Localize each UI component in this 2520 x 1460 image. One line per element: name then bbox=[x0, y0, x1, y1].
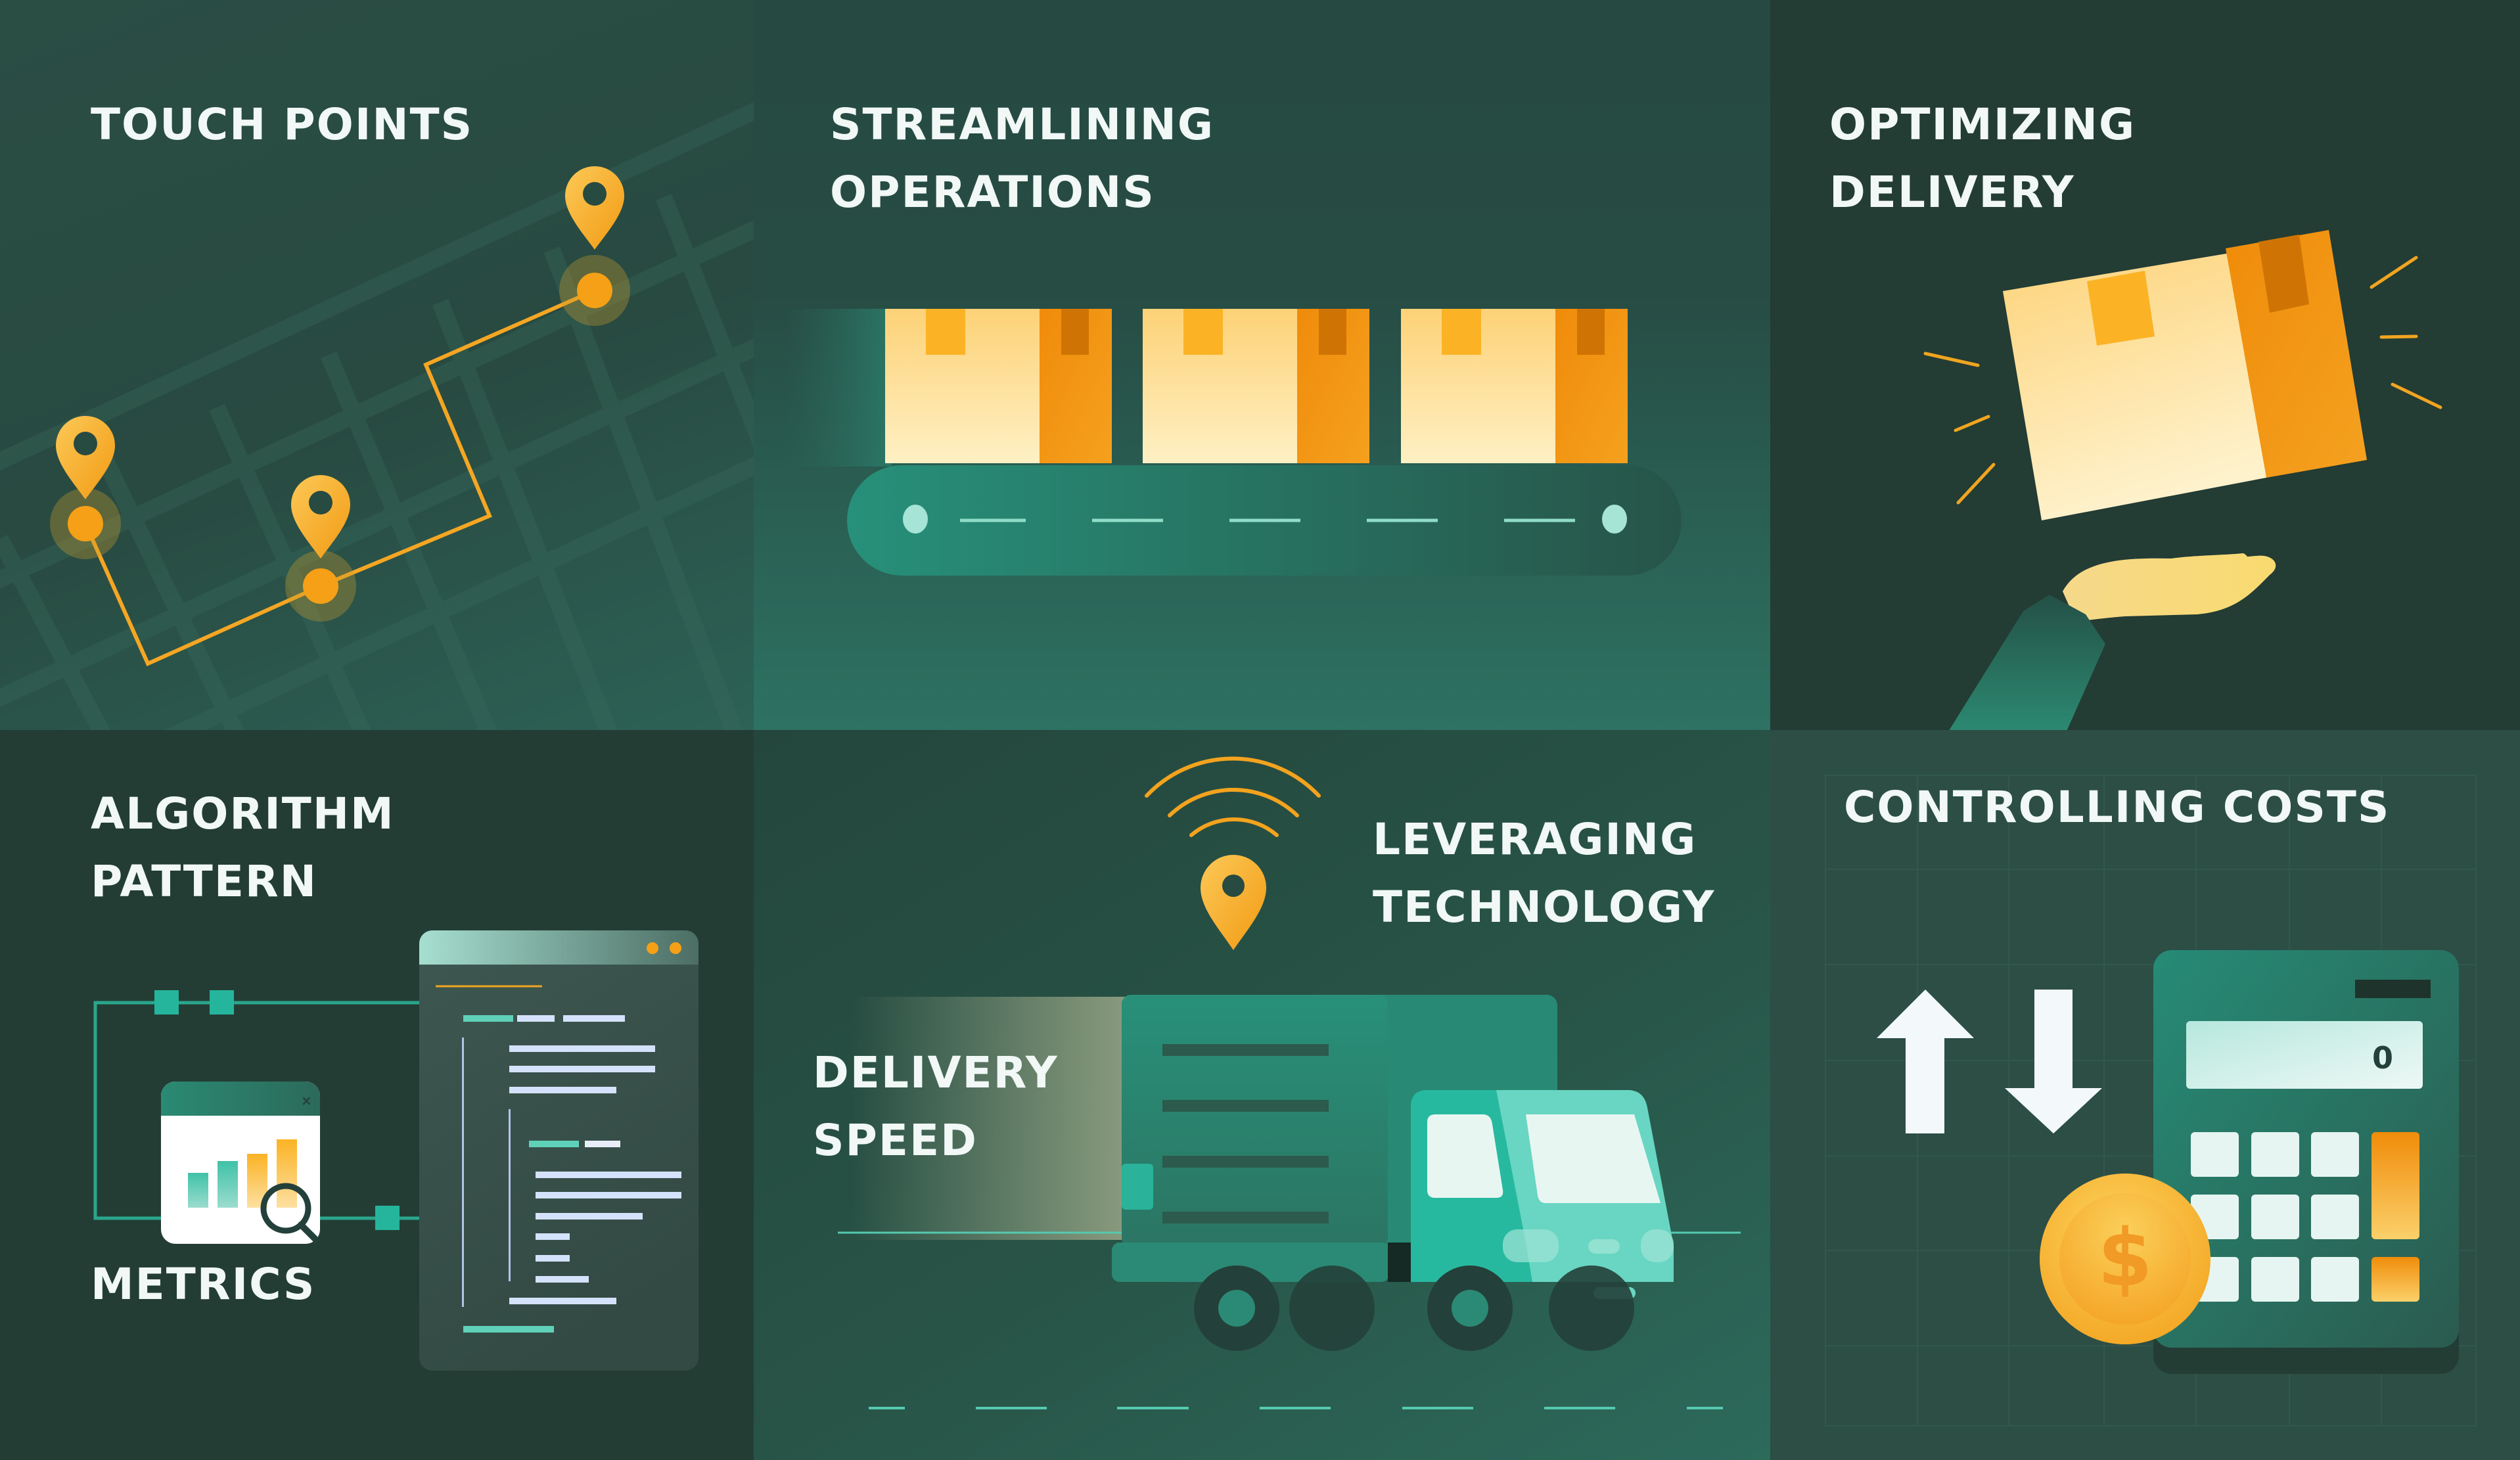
panel-algorithm-pattern: × ALGORITHM PATTERN METRICS bbox=[0, 730, 754, 1460]
panel-streamlining-operations: STREAMLINING OPERATIONS bbox=[754, 0, 1770, 730]
arrow-up-icon bbox=[1877, 990, 1974, 1133]
dollar-coin-icon: $ bbox=[2040, 1174, 2211, 1344]
magnifier-icon bbox=[260, 1183, 319, 1243]
location-pin-icon bbox=[56, 416, 115, 499]
location-pin-icon bbox=[565, 166, 624, 250]
title-line: TECHNOLOGY bbox=[1373, 882, 1716, 932]
panel-title: STREAMLINING OPERATIONS bbox=[830, 91, 1214, 226]
title-line: ALGORITHM bbox=[91, 788, 395, 839]
calculator-display: 0 bbox=[2372, 1040, 2393, 1076]
arm-sleeve bbox=[1949, 595, 2105, 730]
arrow-down-icon bbox=[2005, 990, 2102, 1133]
title-line: STREAMLINING bbox=[830, 99, 1215, 150]
waypoint-dots bbox=[50, 255, 630, 622]
calculator-illustration: 0 $ bbox=[1825, 775, 2477, 1426]
hand-box-illustration bbox=[1923, 230, 2442, 730]
motion-lines bbox=[1923, 256, 2442, 505]
panel-title: DELIVERY SPEED bbox=[813, 1039, 1059, 1174]
package-box-icon bbox=[2003, 230, 2367, 520]
panel-touch-points: TOUCH POINTS bbox=[0, 0, 754, 730]
title-line: LEVERAGING bbox=[1373, 814, 1697, 865]
location-pin-icon bbox=[1201, 855, 1266, 950]
technology-title: LEVERAGING TECHNOLOGY bbox=[1373, 806, 1715, 941]
title-line: OPTIMIZING bbox=[1829, 99, 2136, 150]
metrics-chart-window: × bbox=[161, 1082, 320, 1244]
location-pin-icon bbox=[291, 475, 350, 559]
connector-lines bbox=[93, 1001, 421, 1220]
package-box-icon bbox=[1143, 309, 1369, 463]
package-box-icon bbox=[885, 309, 1112, 463]
panel-title: CONTROLLING COSTS bbox=[1844, 773, 2390, 841]
close-icon: × bbox=[301, 1093, 312, 1108]
code-metrics-illustration: × bbox=[93, 930, 699, 1371]
metrics-caption: METRICS bbox=[91, 1250, 315, 1318]
calculator-icon: 0 bbox=[2153, 950, 2459, 1374]
panel-optimizing-delivery: OPTIMIZING DELIVERY bbox=[1770, 0, 2520, 730]
code-editor-window bbox=[419, 930, 699, 1371]
title-line: DELIVERY bbox=[813, 1047, 1059, 1098]
title-line: PATTERN bbox=[91, 856, 317, 907]
delivery-truck-icon bbox=[1112, 995, 1674, 1351]
title-line: OPERATIONS bbox=[830, 167, 1155, 217]
wifi-signal-icon bbox=[1145, 756, 1321, 837]
conveyor-illustration bbox=[787, 309, 1682, 576]
panel-title: OPTIMIZING DELIVERY bbox=[1829, 91, 2136, 226]
panel-title: ALGORITHM PATTERN bbox=[91, 780, 395, 915]
title-line: TOUCH POINTS bbox=[91, 99, 474, 150]
hand-icon bbox=[2063, 553, 2276, 621]
title-line: CONTROLLING COSTS bbox=[1844, 782, 2391, 833]
title-line: DELIVERY bbox=[1829, 167, 2075, 217]
coin-symbol: $ bbox=[2097, 1213, 2153, 1304]
panel-controlling-costs: 0 $ bbox=[1770, 730, 2520, 1460]
panel-title: TOUCH POINTS bbox=[91, 91, 473, 158]
title-line: SPEED bbox=[813, 1115, 978, 1166]
caption-text: METRICS bbox=[91, 1259, 316, 1310]
map-grid-illustration bbox=[0, 102, 754, 730]
route-path bbox=[83, 288, 596, 666]
package-box-icon bbox=[1401, 309, 1628, 463]
truck-illustration bbox=[838, 756, 1741, 1409]
panel-delivery-speed: DELIVERY SPEED LEVERAGING TECHNOLOGY bbox=[754, 730, 1770, 1460]
